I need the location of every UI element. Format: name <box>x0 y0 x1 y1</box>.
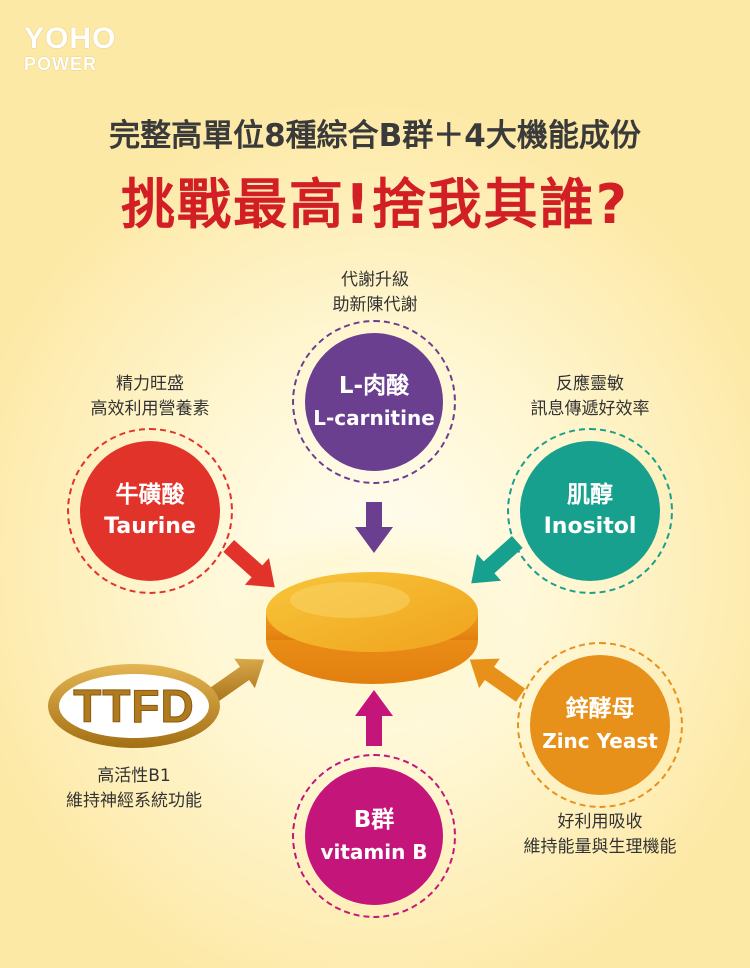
taurine-zh-label: 牛磺酸 <box>115 482 185 508</box>
taurine-ring <box>67 428 233 594</box>
taurine-caption-line2: 高效利用營養素 <box>90 399 210 419</box>
zinc-caption-line1: 好利用吸收 <box>557 812 643 832</box>
arrow-icon-vitaminb <box>355 690 393 746</box>
ttfd-caption: 高活性B1 維持神經系統功能 <box>34 764 234 814</box>
ttfd-logo-text: TTFD <box>73 680 195 733</box>
taurine-circle: 牛磺酸 Taurine <box>80 441 220 581</box>
carnitine-caption-line2: 助新陳代謝 <box>332 295 418 315</box>
inositol-caption-line2: 訊息傳遞好效率 <box>530 399 650 419</box>
page-title: 挑戰最高!捨我其誰? <box>121 173 629 236</box>
zinc-caption: 好利用吸收 維持能量與生理機能 <box>490 810 710 860</box>
ttfd-caption-line1: 高活性B1 <box>97 766 171 786</box>
carnitine-circle: L-肉酸 L-carnitine <box>305 333 443 471</box>
taurine-en-label: Taurine <box>104 514 196 539</box>
zinc-zh-label: 鋅酵母 <box>565 696 635 722</box>
carnitine-caption: 代謝升級 助新陳代謝 <box>275 268 475 318</box>
vitaminb-zh-label: B群 <box>353 807 395 833</box>
taurine-caption-line1: 精力旺盛 <box>116 374 184 394</box>
zinc-caption-line2: 維持能量與生理機能 <box>523 837 677 857</box>
inositol-en-label: Inositol <box>543 514 637 539</box>
taurine-caption: 精力旺盛 高效利用營養素 <box>50 372 250 422</box>
carnitine-en-label: L-carnitine <box>313 406 435 430</box>
logo-bottom-text: POWER <box>24 54 98 74</box>
headline: 完整高單位8種綜合B群＋4大機能成份 <box>109 118 641 154</box>
vitaminb-en-label: vitamin B <box>320 840 428 864</box>
inositol-circle: 肌醇 Inositol <box>520 441 660 581</box>
logo-top-text: YOHO <box>24 22 117 55</box>
tablet-icon <box>266 572 478 684</box>
vitaminb-circle: B群 vitamin B <box>305 767 443 905</box>
zinc-circle: 鋅酵母 Zinc Yeast <box>530 655 670 795</box>
ttfd-caption-line2: 維持神經系統功能 <box>66 791 202 811</box>
carnitine-caption-line1: 代謝升級 <box>341 270 409 290</box>
zinc-en-label: Zinc Yeast <box>542 729 658 753</box>
carnitine-ring <box>292 320 456 484</box>
arrow-icon-ttfd <box>208 658 265 702</box>
arrow-icon-zinc <box>469 658 526 702</box>
ttfd-logo-inner: TTFD <box>59 674 209 738</box>
carnitine-zh-label: L-肉酸 <box>338 373 410 399</box>
zinc-ring <box>517 642 683 808</box>
inositol-ring <box>507 428 673 594</box>
brand-logo: YOHO POWER <box>24 22 117 75</box>
arrow-icon-inositol <box>471 535 523 584</box>
inositol-caption: 反應靈敏 訊息傳遞好效率 <box>490 372 690 422</box>
inositol-caption-line1: 反應靈敏 <box>556 374 624 394</box>
vitaminb-ring <box>292 754 456 918</box>
ttfd-logo: TTFD <box>48 664 220 748</box>
inositol-zh-label: 肌醇 <box>567 482 613 508</box>
arrow-icon-taurine <box>223 539 275 588</box>
arrow-icon-carnitine <box>355 502 393 553</box>
